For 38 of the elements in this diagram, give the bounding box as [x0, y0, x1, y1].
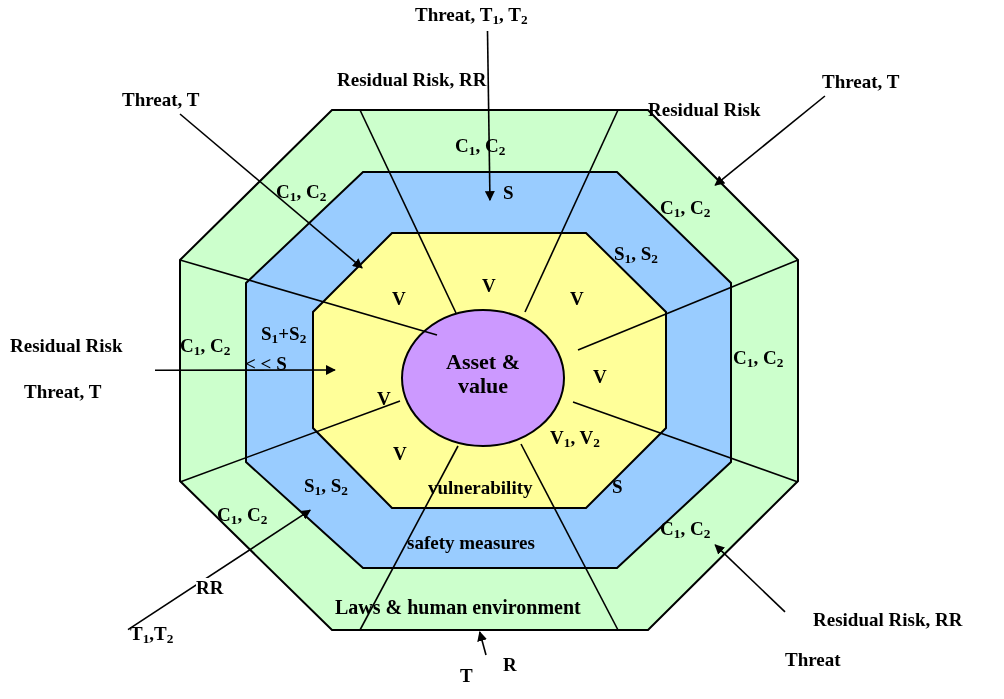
- arrow: [714, 95, 826, 186]
- zone-label: C$_{1}$, C$_{2}$: [276, 182, 327, 203]
- arrow: [477, 631, 487, 656]
- zone-label: S$_{1}$, S$_{2}$: [614, 244, 658, 265]
- vulnerability-label: V: [393, 444, 407, 465]
- zone-label: C$_{1}$, C$_{2}$: [217, 505, 268, 526]
- arrow: [179, 113, 363, 269]
- threat-label: Threat, T$_{1}$, T$_{2}$: [415, 5, 528, 26]
- threat-label: T$_{1}$,T$_{2}$: [130, 624, 174, 645]
- threat-label: T: [460, 666, 473, 687]
- asset-label: Asset & value: [445, 350, 521, 399]
- residual-risk-label: Residual Risk, RR: [337, 70, 487, 91]
- band-label: safety measures: [407, 533, 535, 554]
- residual-risk-label: Residual Risk: [10, 336, 123, 357]
- vulnerability-label: V: [482, 276, 496, 297]
- arrow: [714, 544, 786, 613]
- residual-risk-label: Residual Risk, RR: [813, 610, 963, 631]
- arrow: [484, 30, 495, 202]
- arrow: [127, 509, 311, 631]
- zone-label: C$_{1}$, C$_{2}$: [733, 348, 784, 369]
- threat-label: Threat, T: [24, 382, 102, 403]
- vulnerability-label: V: [377, 389, 391, 410]
- zone-label: S$_{1}$+S$_{2}$: [261, 324, 307, 345]
- residual-risk-label: Residual Risk: [648, 100, 761, 121]
- risk-label: R: [503, 655, 517, 676]
- zone-label: C$_{1}$, C$_{2}$: [660, 198, 711, 219]
- safety-label: S: [612, 477, 623, 498]
- threat-label: Threat: [785, 650, 841, 671]
- zone-label: V$_{1}$, V$_{2}$: [550, 428, 600, 449]
- vulnerability-label: V: [593, 367, 607, 388]
- threat-label: Threat, T: [822, 72, 900, 93]
- vulnerability-label: V: [392, 289, 406, 310]
- zone-label: C$_{1}$, C$_{2}$: [180, 336, 231, 357]
- arrow: [154, 364, 336, 375]
- threat-label: Threat, T: [122, 90, 200, 111]
- vulnerability-label: V: [570, 289, 584, 310]
- zone-label: S$_{1}$, S$_{2}$: [304, 476, 348, 497]
- safety-label: S: [503, 183, 514, 204]
